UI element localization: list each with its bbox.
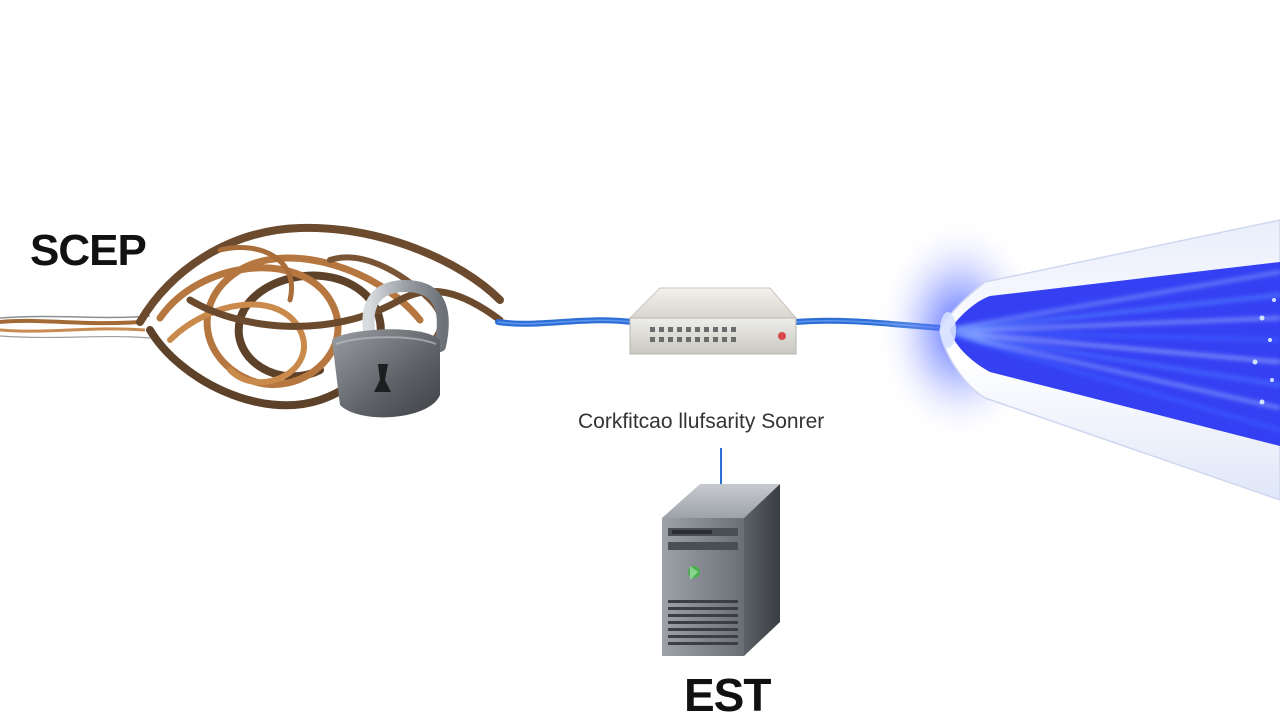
- certificate-authority-server-label: Corkfitcao llufsarity Sonrer: [578, 410, 825, 433]
- scep-label: SCEP: [30, 226, 147, 275]
- tangled-cable-knot: [136, 223, 504, 410]
- network-appliance-icon: [628, 287, 798, 355]
- fiber-optic-bundle-icon: [880, 219, 1280, 501]
- padlock-icon: [332, 279, 449, 418]
- server-tower-icon: [662, 484, 780, 656]
- input-wires: [0, 315, 151, 339]
- est-label: EST: [684, 669, 771, 720]
